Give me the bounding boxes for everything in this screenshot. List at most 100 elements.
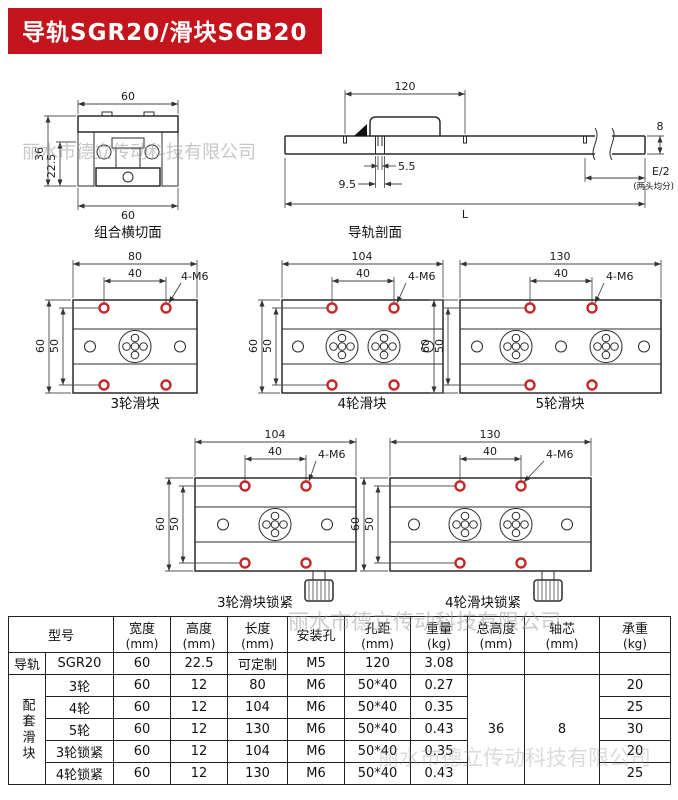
mount-hole: [515, 557, 527, 569]
cell-length: 130: [227, 718, 289, 741]
slider-body: [281, 299, 444, 394]
mount-hole: [239, 557, 251, 569]
cell-hole-pitch: 50*40: [344, 762, 412, 785]
cell-weight: 0.35: [410, 696, 469, 719]
mount-hole: [388, 302, 400, 314]
page-title: 导轨SGR20/滑块SGB20: [8, 8, 322, 54]
rail-body: [284, 135, 646, 155]
slider-top-plate: [77, 115, 179, 133]
roller-cluster: [118, 330, 152, 363]
roller-cluster: [499, 508, 533, 541]
dim-length: L: [462, 208, 469, 221]
center-roller: [555, 340, 567, 353]
drawing-label: 4轮滑块: [337, 396, 387, 412]
holes-callout: 4-M6: [318, 448, 345, 461]
drawing-label: 3轮滑块: [110, 396, 160, 412]
cell-weight: 3.08: [410, 652, 469, 675]
cell-model: 3轮: [44, 674, 115, 697]
cell-mount-hole: M6: [287, 762, 346, 785]
slider-side-view: [369, 116, 441, 136]
mount-hole: [524, 379, 536, 391]
mount-hole: [326, 379, 338, 391]
dim-rail-height: 8: [657, 120, 664, 133]
dim-left-inner: 22.5: [45, 154, 58, 179]
mount-hole: [454, 480, 466, 492]
cell-height: 12: [170, 740, 229, 763]
cell-load: 30: [599, 718, 672, 741]
dim-width: 104: [265, 428, 286, 441]
dim-width: 104: [352, 250, 373, 263]
header-row: 型号 宽度(mm) 高度(mm) 长度(mm) 安装孔 孔距(mm) 重量(kg…: [7, 616, 672, 653]
cell-total-height: [467, 652, 526, 675]
mount-hole: [326, 302, 338, 314]
holes-callout: 4-M6: [408, 270, 435, 283]
mount-hole: [98, 302, 110, 314]
dim-end-note: (两头均分): [633, 181, 674, 192]
side-roller: [408, 518, 420, 531]
col-header-hole-pitch: 孔距(mm): [344, 616, 412, 653]
cell-total-height: 36: [467, 674, 526, 785]
dim-hole-pitch-y: 50: [48, 339, 61, 353]
cell-weight: 0.43: [410, 718, 469, 741]
cell-load: [599, 652, 672, 675]
slider-body: [72, 299, 198, 394]
side-roller: [471, 340, 483, 353]
side-roller: [638, 340, 650, 353]
slider5-drawing: 130 40 4-M6 60 50 5轮滑块: [419, 250, 662, 412]
col-header-model: 型号: [7, 616, 115, 653]
side-roller: [174, 340, 186, 353]
dim-hole-pitch-x: 40: [268, 445, 282, 458]
cell-load: 20: [599, 674, 672, 697]
drawing-label: 组合横切面: [94, 225, 162, 241]
table-row-slider3: 配套滑块 3轮 60 12 80 M6 50*40 0.27 36 8 20: [8, 674, 672, 785]
dim-height: 60: [34, 339, 47, 353]
cell-weight: 0.43: [410, 762, 469, 785]
col-header-total-height: 总高度(mm): [467, 616, 526, 653]
mount-hole: [586, 379, 598, 391]
cell-load: 25: [599, 762, 672, 785]
cell-mount-hole: M6: [287, 674, 346, 697]
cell-model: 4轮: [44, 696, 115, 719]
cell-mount-hole: M6: [287, 696, 346, 719]
dim-hole-dia: 5.5: [398, 160, 416, 173]
roller-cluster: [589, 330, 623, 363]
mount-hole: [160, 302, 172, 314]
cell-hole-pitch: 50*40: [344, 718, 412, 741]
slider4-drawing: 104 40 4-M6 60 50 4轮滑块: [247, 250, 444, 412]
col-header-weight: 重量(kg): [410, 616, 469, 653]
cell-hole-pitch: 50*40: [344, 740, 412, 763]
spec-table: 型号 宽度(mm) 高度(mm) 长度(mm) 安装孔 孔距(mm) 重量(kg…: [7, 616, 672, 785]
cell-width: 60: [113, 652, 172, 675]
dim-height: 60: [419, 339, 432, 353]
cell-hole-pitch: 120: [344, 652, 412, 675]
dim-hole-pitch-y: 50: [261, 339, 274, 353]
cell-model: 3轮锁紧: [44, 740, 115, 763]
roller-cluster: [258, 508, 292, 541]
dim-left-outer: 36: [33, 147, 46, 161]
table-row-rail: 导轨 SGR20 60 22.5 可定制 M5 120 3.08: [8, 652, 672, 675]
dim-width: 80: [128, 250, 142, 263]
cell-height: 12: [170, 696, 229, 719]
lock-knob: [304, 579, 334, 602]
mount-hole: [586, 302, 598, 314]
lock-knob-stem: [541, 570, 555, 581]
cell-length: 104: [227, 740, 289, 763]
mount-hole: [239, 480, 251, 492]
holes-callout: 4-M6: [546, 448, 573, 461]
roller-right: [144, 144, 160, 160]
cell-height: 12: [170, 674, 229, 697]
drawing-label: 导轨剖面: [348, 225, 402, 241]
center-hole: [122, 171, 134, 183]
side-roller: [561, 518, 573, 531]
cell-height: 22.5: [170, 652, 229, 675]
table-row-slider5: 5轮 60 12 130 M6 50*40 0.43 30: [9, 718, 672, 741]
col-header-length: 长度(mm): [227, 616, 289, 653]
table-row-lock3: 3轮锁紧 60 12 104 M6 50*40 0.35 20: [9, 740, 672, 763]
dim-end-distance: E/2: [652, 165, 670, 178]
roller-cluster: [448, 508, 482, 541]
section-mark: [354, 124, 367, 136]
dim-hole-pitch-x: 40: [356, 267, 370, 280]
cell-height: 12: [170, 762, 229, 785]
cell-weight: 0.35: [410, 740, 469, 763]
cell-weight: 0.27: [410, 674, 469, 697]
